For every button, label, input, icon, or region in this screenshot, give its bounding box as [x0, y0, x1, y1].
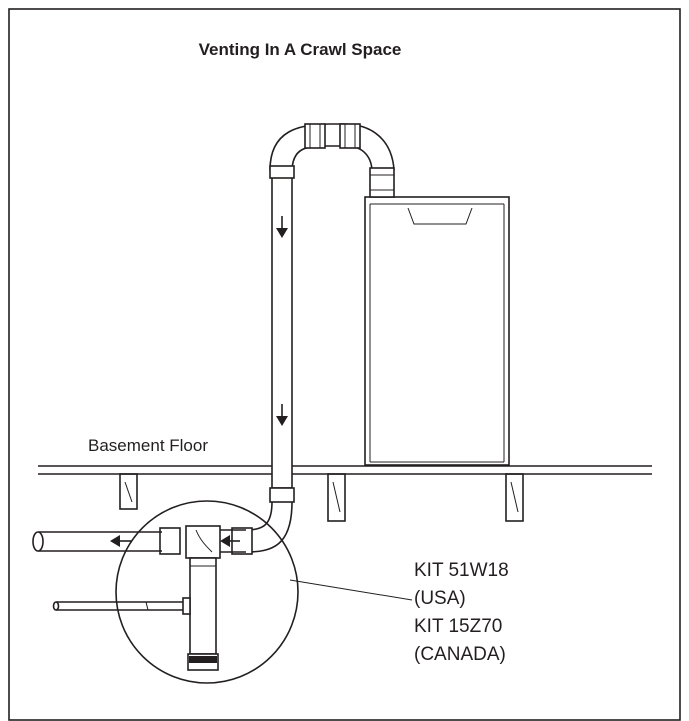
outlet-coupling: [159, 527, 181, 555]
drain-line: [52, 597, 191, 615]
arrow-left-1: [110, 535, 132, 547]
diagram-title: Venting In A Crawl Space: [199, 40, 402, 59]
basement-floor: [38, 465, 652, 522]
vent-pipe-upper: [269, 123, 395, 503]
arrow-down-1: [276, 216, 288, 238]
basement-floor-label: Basement Floor: [88, 436, 208, 455]
kit-callout-circle: [115, 500, 299, 684]
kit-labels: KIT 51W18 (USA) KIT 15Z70 (CANADA): [414, 560, 509, 665]
arrow-left-2: [220, 535, 240, 547]
furnace-cabinet: [364, 196, 510, 466]
kit-label-4: (CANADA): [414, 644, 506, 665]
lower-elbow: [231, 501, 293, 555]
frame-border: [8, 8, 681, 721]
kit-leader-line: [289, 579, 413, 601]
tee-fitting: [185, 525, 221, 671]
kit-label-1: KIT 51W18: [414, 560, 509, 581]
exhaust-pipe: [32, 531, 162, 552]
arrow-down-2: [276, 404, 288, 426]
kit-label-2: (USA): [414, 588, 466, 609]
kit-label-3: KIT 15Z70: [414, 616, 502, 637]
